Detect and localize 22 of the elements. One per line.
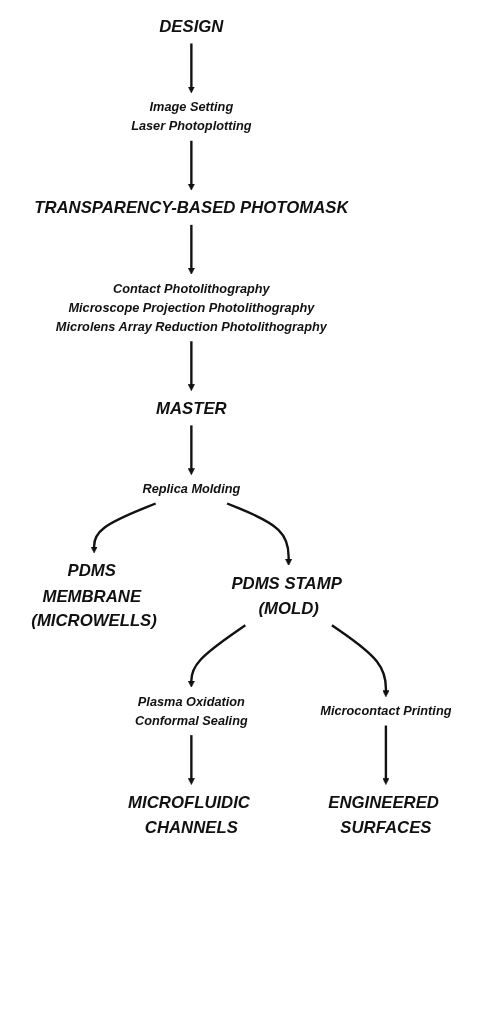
arrow	[187, 624, 247, 688]
node-text: MICROFLUIDIC CHANNELS	[128, 792, 250, 836]
node-text: Replica Molding	[142, 481, 241, 496]
node-text: PDMS MEMBRANE (MICROWELLS)	[31, 560, 157, 630]
node-text: Microcontact Printing	[320, 704, 452, 718]
node-text: ENGINEERED SURFACES	[328, 792, 439, 836]
arrow	[226, 502, 293, 566]
node-text: MASTER	[156, 398, 227, 417]
arrow	[187, 140, 195, 191]
arrow	[187, 341, 195, 391]
arrow	[187, 224, 195, 275]
node-text: Contact Photolithography Microscope Projection Photolithography Microlens Array Reduction Photolithography	[55, 281, 327, 334]
arrow	[90, 502, 157, 554]
arrow	[382, 725, 390, 785]
node-text: DESIGN	[159, 16, 224, 36]
node-text: Plasma Oxidation Conformal Sealing	[135, 694, 248, 728]
arrow	[187, 735, 195, 785]
arrow	[187, 43, 195, 94]
node-text: Image Setting Laser Photoplotting	[131, 100, 252, 133]
arrow	[187, 425, 195, 476]
arrow	[331, 624, 390, 698]
node-text: PDMS STAMP (MOLD)	[231, 573, 342, 617]
